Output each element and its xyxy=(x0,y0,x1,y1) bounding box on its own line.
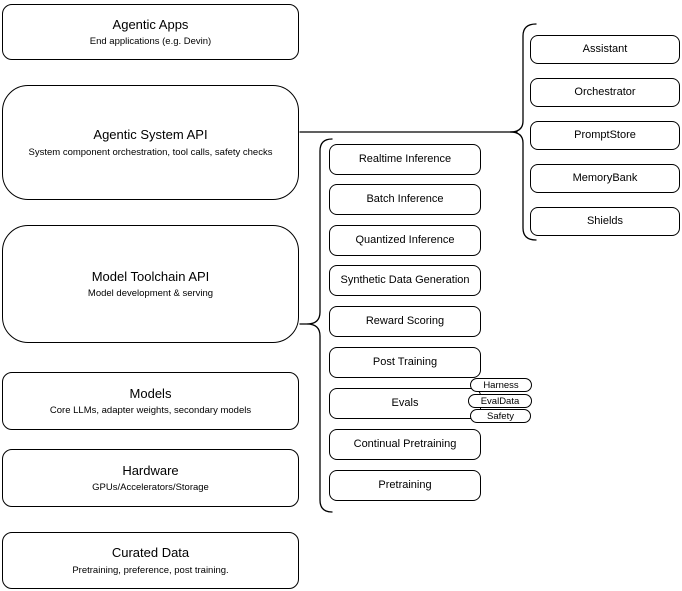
node-model-toolchain-api: Model Toolchain API Model development & … xyxy=(2,225,299,343)
node-curated-data: Curated Data Pretraining, preference, po… xyxy=(2,532,299,589)
node-models: Models Core LLMs, adapter weights, secon… xyxy=(2,372,299,430)
node-shields: Shields xyxy=(530,207,680,236)
node-title: Agentic Apps xyxy=(112,16,189,32)
node-title: Models xyxy=(129,385,172,401)
node-realtime-inference: Realtime Inference xyxy=(329,144,481,175)
node-agentic-apps: Agentic Apps End applications (e.g. Devi… xyxy=(2,4,299,60)
node-title: Model Toolchain API xyxy=(91,268,210,284)
node-post-training: Post Training xyxy=(329,347,481,378)
node-reward-scoring: Reward Scoring xyxy=(329,306,481,337)
node-title: Hardware xyxy=(122,462,179,478)
node-subtitle: Core LLMs, adapter weights, secondary mo… xyxy=(49,405,252,417)
node-continual-pretraining: Continual Pretraining xyxy=(329,429,481,460)
node-subtitle: End applications (e.g. Devin) xyxy=(89,36,212,48)
node-quantized-inference: Quantized Inference xyxy=(329,225,481,256)
node-title: Curated Data xyxy=(111,545,190,560)
node-batch-inference: Batch Inference xyxy=(329,184,481,215)
node-synthetic-data-generation: Synthetic Data Generation xyxy=(329,265,481,296)
node-promptstore: PromptStore xyxy=(530,121,680,150)
node-assistant: Assistant xyxy=(530,35,680,64)
node-subtitle: System component orchestration, tool cal… xyxy=(28,146,273,158)
node-evals: Evals xyxy=(329,388,481,419)
tag-safety: Safety xyxy=(470,409,531,423)
node-subtitle: Model development & serving xyxy=(87,288,214,300)
node-orchestrator: Orchestrator xyxy=(530,78,680,107)
node-hardware: Hardware GPUs/Accelerators/Storage xyxy=(2,449,299,507)
node-agentic-system-api: Agentic System API System component orch… xyxy=(2,85,299,200)
node-subtitle: Pretraining, preference, post training. xyxy=(72,564,229,576)
node-subtitle: GPUs/Accelerators/Storage xyxy=(92,482,209,494)
node-pretraining: Pretraining xyxy=(329,470,481,501)
tag-harness: Harness xyxy=(470,378,532,392)
node-title: Agentic System API xyxy=(93,127,208,142)
tag-evaldata: EvalData xyxy=(468,394,532,408)
node-memorybank: MemoryBank xyxy=(530,164,680,193)
